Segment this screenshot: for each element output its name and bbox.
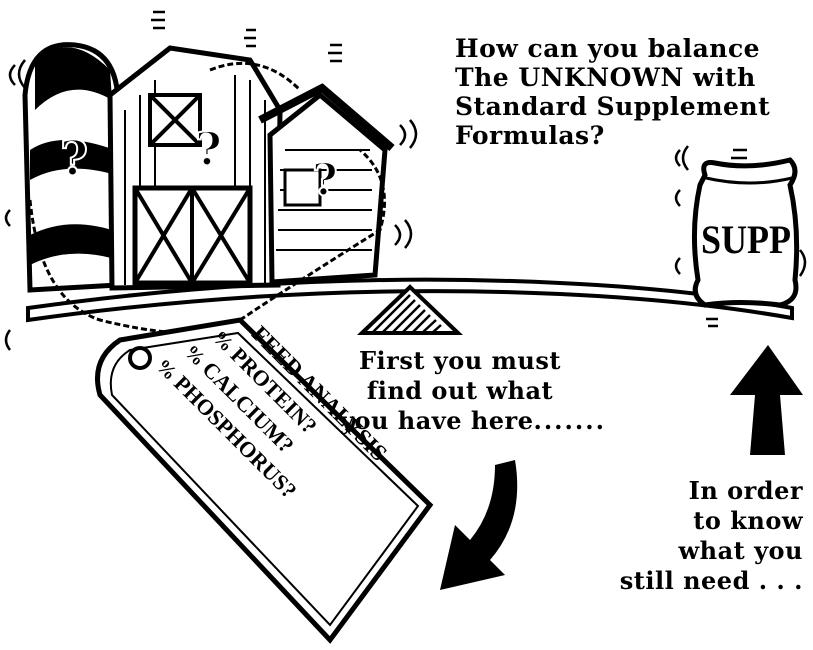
silo-question-mark: ? [60,131,88,187]
supplement-bag: SUPP [694,160,796,305]
first-line: First you must [340,346,580,376]
silo: ? [25,45,118,290]
fulcrum [362,287,458,333]
need-line: In order [598,476,803,506]
first-line: find out what [340,376,580,406]
up-arrow [730,345,803,455]
question-line: How can you balance [455,34,805,63]
question-line: Formulas? [455,121,805,150]
shed-question-mark: ? [312,155,338,206]
need-line: still need . . . [598,566,803,596]
big-barn: ? [110,48,280,288]
trailing-dots: ....... [533,406,606,435]
question-line: The UNKNOWN with [455,63,805,92]
need-line: to know [598,506,803,536]
first-step-text: First you must find out what you have he… [340,346,580,436]
need-line: what you [598,536,803,566]
curved-down-arrow [440,460,517,590]
first-line: you have here [340,406,533,435]
question-text: How can you balance The UNKNOWN with Sta… [455,34,805,150]
first-line-with-dots: you have here....... [340,406,580,436]
question-line: Standard Supplement [455,92,805,121]
supp-label: SUPP [701,217,791,262]
barn-question-mark: ? [195,122,222,176]
need-text: In order to know what you still need . .… [598,476,803,596]
feed-analysis-tag: FEED ANALYSIS % PROTEIN? % CALCIUM? % PH… [98,289,431,640]
